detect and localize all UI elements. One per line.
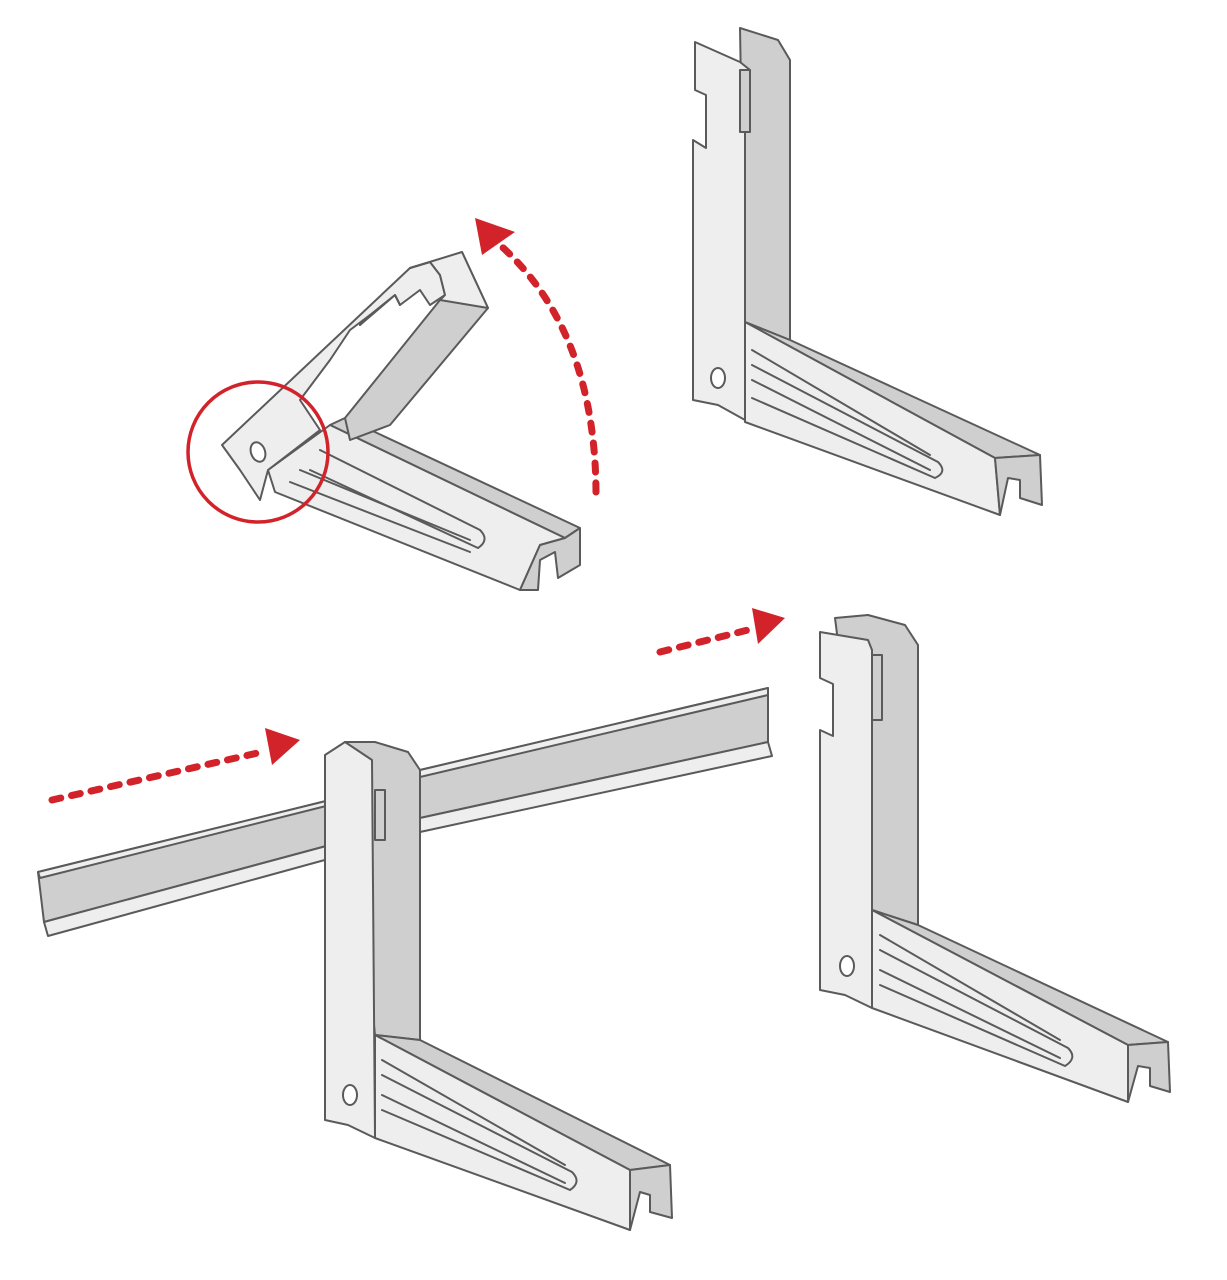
top-arm-end-face — [994, 454, 1043, 516]
folded-arm-slot — [309, 449, 486, 549]
top-upright-front-panel — [692, 41, 751, 421]
rail-bracket-tab — [374, 789, 386, 841]
final-pivot-hole — [839, 955, 855, 977]
rail-bracket-rib-2 — [381, 1094, 566, 1184]
final-arm-rib-2 — [879, 969, 1061, 1059]
rail-assembly — [37, 687, 773, 937]
final-arm-end-face — [1127, 1041, 1171, 1103]
slide-arrow-line-left — [48, 748, 266, 804]
final-upright-front-panel — [819, 631, 873, 1009]
bracket-final — [819, 614, 1171, 1103]
rail-bracket-rib-1 — [381, 1059, 566, 1166]
slide-arrow-head-left — [265, 728, 300, 765]
folded-arm-end-face — [519, 527, 581, 591]
final-arm-rib-1 — [879, 934, 1061, 1041]
final-arm-slot — [879, 949, 1074, 1067]
bracket-folded — [221, 251, 581, 591]
rail-bracket-arm-end — [629, 1164, 673, 1231]
top-arm-rib-1 — [751, 349, 931, 456]
pivot-highlight-circle — [186, 380, 330, 524]
top-arm-slot — [751, 364, 944, 479]
top-upright-tab — [739, 69, 751, 133]
rail-bracket-pivot-hole — [342, 1084, 358, 1106]
folded-upright-tab — [409, 251, 489, 309]
rotate-arrow-head — [475, 218, 515, 255]
bracket-on-rail — [324, 741, 673, 1231]
final-upright-tab — [871, 654, 883, 721]
top-arm-rib-2 — [751, 379, 931, 471]
top-pivot-hole — [710, 367, 726, 389]
slide-arrow-head-right — [752, 608, 785, 644]
rail-bracket-slot — [381, 1074, 578, 1191]
slide-arrow-line-right — [656, 626, 752, 656]
bracket-unfolded-top — [692, 27, 1043, 516]
rotate-arrow-curve — [496, 241, 600, 496]
folded-arm-rib-2 — [289, 481, 471, 553]
folded-upright-notch — [359, 294, 401, 326]
rail-bracket-front-panel — [324, 741, 376, 1139]
folded-pivot-hole — [249, 441, 267, 463]
